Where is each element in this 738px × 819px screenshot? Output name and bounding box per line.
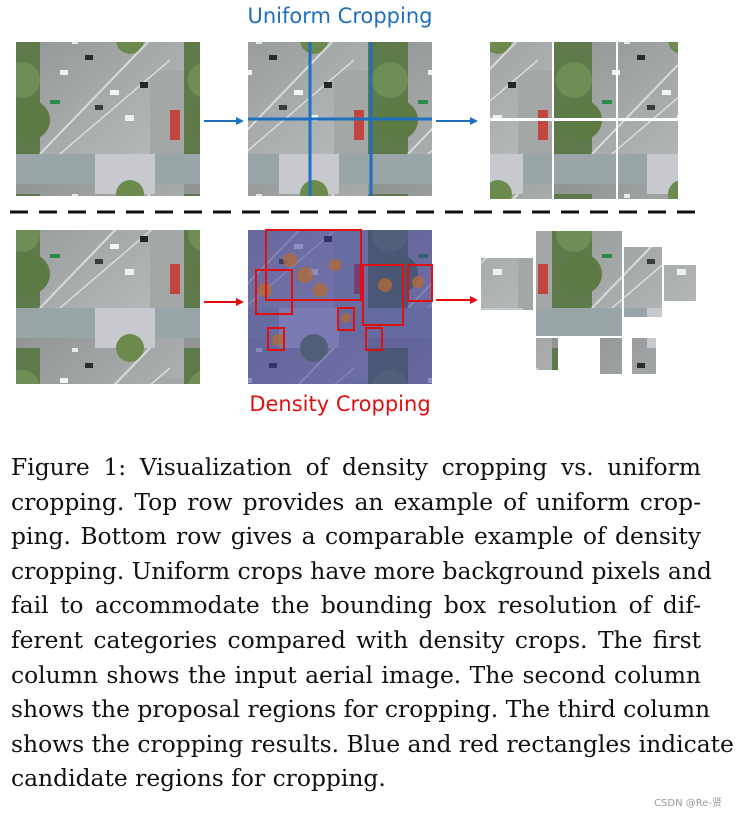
- bottom-crop-results: [481, 231, 696, 374]
- caption-line: column shows the input aerial image. The…: [11, 660, 701, 689]
- top-arrow-2: [436, 117, 478, 125]
- caption-line: cropping. Uniform crops have more backgr…: [11, 556, 712, 585]
- caption-line: shows the cropping results. Blue and red…: [11, 729, 734, 758]
- bottom-proposal-image: [248, 229, 433, 384]
- density-cropping-label: Density Cropping: [249, 392, 431, 416]
- top-crop-results: [490, 42, 678, 199]
- caption-line: ferent categories compared with density …: [11, 625, 701, 654]
- caption-line: candidate regions for cropping.: [11, 764, 386, 793]
- bottom-input-image: [16, 230, 200, 384]
- figure-caption: Figure 1: Visualization of density cropp…: [11, 450, 734, 796]
- bottom-arrow-1: [204, 298, 244, 306]
- caption-line: fail to accommodate the bounding box res…: [11, 591, 701, 620]
- bottom-arrow-2: [436, 296, 478, 304]
- caption-line: Figure 1: Visualization of density cropp…: [11, 453, 701, 481]
- top-arrow-1: [204, 117, 244, 125]
- watermark: CSDN @Re-贤: [654, 798, 722, 809]
- caption-line: shows the proposal regions for cropping.…: [11, 695, 711, 724]
- caption-line: cropping. Top row provides an example of…: [11, 487, 701, 516]
- caption-line: ping. Bottom row gives a comparable exam…: [11, 522, 701, 551]
- top-input-image: [16, 42, 200, 196]
- uniform-cropping-label: Uniform Cropping: [247, 4, 433, 28]
- top-proposal-image: [248, 42, 432, 196]
